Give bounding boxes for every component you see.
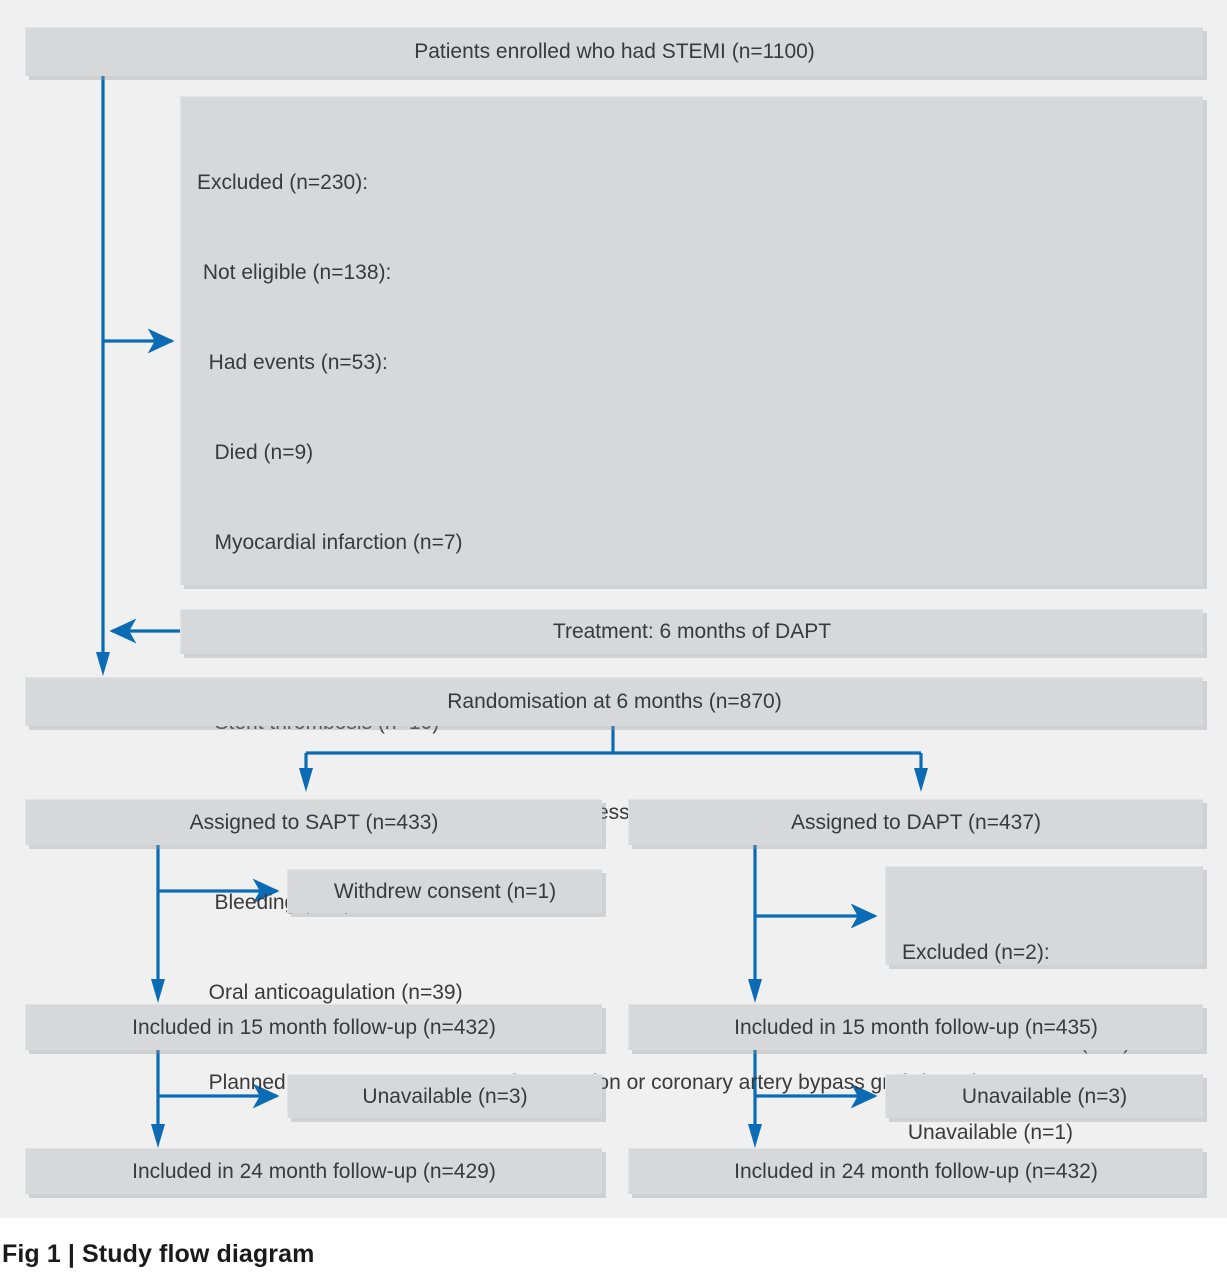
node-dapt-unavailable: Unavailable (n=3) (885, 1074, 1203, 1118)
node-patients-enrolled: Patients enrolled who had STEMI (n=1100) (25, 27, 1203, 76)
node-sapt-unavailable: Unavailable (n=3) (287, 1074, 602, 1118)
node-treatment: Treatment: 6 months of DAPT (180, 609, 1203, 654)
node-sapt-withdrew-consent-label: Withdrew consent (n=1) (333, 879, 557, 903)
node-assigned-dapt-label: Assigned to DAPT (n=437) (790, 810, 1041, 834)
node-sapt-withdrew-consent: Withdrew consent (n=1) (287, 869, 602, 913)
excluded-line: Not eligible (n=138): (197, 261, 392, 284)
node-dapt-15-month-followup-label: Included in 15 month follow-up (n=435) (734, 1015, 1098, 1039)
node-sapt-24-month-followup-label: Included in 24 month follow-up (n=429) (132, 1159, 496, 1183)
node-assigned-sapt-label: Assigned to SAPT (n=433) (189, 810, 439, 834)
caption-band (0, 1218, 1227, 1280)
node-assigned-dapt: Assigned to DAPT (n=437) (628, 799, 1203, 845)
sapt-arrowhead-2 (151, 1124, 165, 1148)
node-patients-enrolled-label: Patients enrolled who had STEMI (n=1100) (414, 40, 815, 63)
node-dapt-excluded: Excluded (n=2): Withdrew consent (n=1) U… (885, 866, 1203, 1144)
figure-caption: Fig 1 | Study flow diagram (2, 1240, 315, 1268)
node-randomisation-label: Randomisation at 6 months (n=870) (447, 690, 782, 713)
node-randomisation: Randomisation at 6 months (n=870) (25, 677, 1203, 726)
node-sapt-15-month-followup-label: Included in 15 month follow-up (n=432) (132, 1015, 496, 1039)
node-dapt-24-month-followup-label: Included in 24 month follow-up (n=432) (734, 1159, 1098, 1183)
excluded-line: Had events (n=53): (197, 351, 388, 374)
excluded-line: Oral anticoagulation (n=39) (197, 981, 463, 1004)
dapt-excluded-line: Unavailable (n=1) (902, 1121, 1074, 1144)
node-sapt-unavailable-label: Unavailable (n=3) (362, 1084, 528, 1108)
node-assigned-sapt: Assigned to SAPT (n=433) (25, 799, 602, 845)
excluded-line: Died (n=9) (197, 441, 314, 464)
node-sapt-24-month-followup: Included in 24 month follow-up (n=429) (25, 1148, 602, 1194)
excluded-line: Excluded (n=230): (197, 171, 369, 194)
node-excluded-main: Excluded (n=230): Not eligible (n=138): … (180, 96, 1203, 1274)
sapt-arrowhead-1 (151, 979, 165, 1003)
dapt-excluded-line: Excluded (n=2): (902, 941, 1050, 964)
node-treatment-label: Treatment: 6 months of DAPT (552, 620, 832, 643)
excluded-line: Myocardial infarction (n=7) (197, 531, 463, 554)
node-dapt-24-month-followup: Included in 24 month follow-up (n=432) (628, 1148, 1203, 1194)
trunk-arrowhead (96, 652, 110, 676)
node-sapt-15-month-followup: Included in 15 month follow-up (n=432) (25, 1004, 602, 1050)
node-dapt-15-month-followup: Included in 15 month follow-up (n=435) (628, 1004, 1203, 1050)
node-dapt-unavailable-label: Unavailable (n=3) (961, 1084, 1128, 1108)
